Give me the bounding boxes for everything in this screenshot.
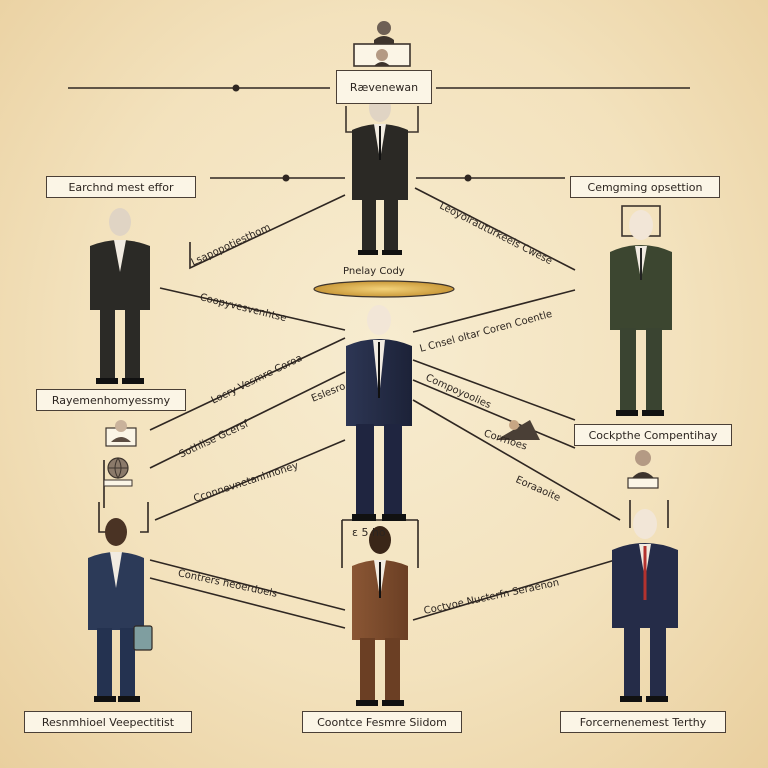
connector-line bbox=[412, 289, 576, 333]
top-frame-right bbox=[408, 106, 419, 133]
right-person-box: Cockpthe Compentihay bbox=[574, 424, 732, 446]
left-person-box-label: Rayemenhomyessmy bbox=[51, 393, 171, 407]
person-top bbox=[352, 94, 408, 255]
top-frame-left bbox=[345, 106, 356, 133]
connector-line bbox=[154, 439, 346, 521]
mid-person-tag: ɛ 5 ho bbox=[352, 526, 386, 539]
left-person-box: Rayemenhomyessmy bbox=[36, 389, 186, 411]
small-figure-right-podium bbox=[627, 450, 659, 489]
top-box-label: Rævenewan bbox=[349, 80, 419, 94]
rail-dot bbox=[232, 84, 240, 92]
left-box: Earchnd mest effor bbox=[46, 176, 196, 198]
person-left bbox=[90, 208, 150, 384]
right-box: Cemgming opsettion bbox=[570, 176, 720, 198]
bottom-right-box-label: Forcernenemest Terthy bbox=[579, 715, 707, 729]
connector-line bbox=[412, 379, 576, 449]
right-box-label: Cemgming opsettion bbox=[587, 180, 703, 194]
rail-dot bbox=[464, 174, 472, 182]
center-tag: Pnelay Cody bbox=[343, 266, 405, 277]
right-person-box-label: Cockpthe Compentihay bbox=[588, 428, 718, 442]
bottom-left-box-label: Resnmhioel Veepectitist bbox=[41, 715, 175, 729]
connector-line bbox=[414, 187, 576, 271]
person-bottom-right bbox=[612, 509, 678, 702]
small-figure-left-podium bbox=[105, 420, 137, 447]
globe-icon bbox=[103, 457, 133, 487]
rail-dots bbox=[232, 84, 472, 182]
bottom-left-box: Resnmhioel Veepectitist bbox=[24, 711, 192, 733]
left-box-label: Earchnd mest effor bbox=[68, 180, 174, 194]
bottom-center-box: Coontce Fesmre Siidom bbox=[302, 711, 462, 733]
connector-line bbox=[149, 371, 346, 469]
rail-dot bbox=[282, 174, 290, 182]
connector-line bbox=[149, 337, 346, 431]
connector-line bbox=[140, 502, 149, 533]
connector-line bbox=[149, 577, 346, 629]
connector-lines bbox=[98, 187, 669, 629]
connector-line bbox=[412, 359, 576, 421]
center-platform-ellipse bbox=[313, 280, 455, 298]
connector-line bbox=[412, 399, 621, 521]
bottom-right-box: Forcernenemest Terthy bbox=[560, 711, 726, 733]
top-box: Rævenewan bbox=[336, 70, 432, 104]
connector-line bbox=[159, 287, 346, 331]
small-portrait-top bbox=[374, 21, 394, 66]
connector-line bbox=[149, 559, 346, 611]
connector-line bbox=[412, 559, 616, 621]
person-bottom-left bbox=[88, 518, 153, 702]
reading-figure-icon bbox=[496, 420, 540, 440]
person-bottom-center bbox=[352, 526, 408, 706]
person-right bbox=[610, 210, 672, 416]
briefcase-icon bbox=[133, 625, 153, 651]
connector-line bbox=[189, 194, 346, 270]
horizontal-rails bbox=[68, 87, 690, 179]
person-center bbox=[346, 305, 412, 521]
bottom-center-box-label: Coontce Fesmre Siidom bbox=[317, 715, 447, 729]
